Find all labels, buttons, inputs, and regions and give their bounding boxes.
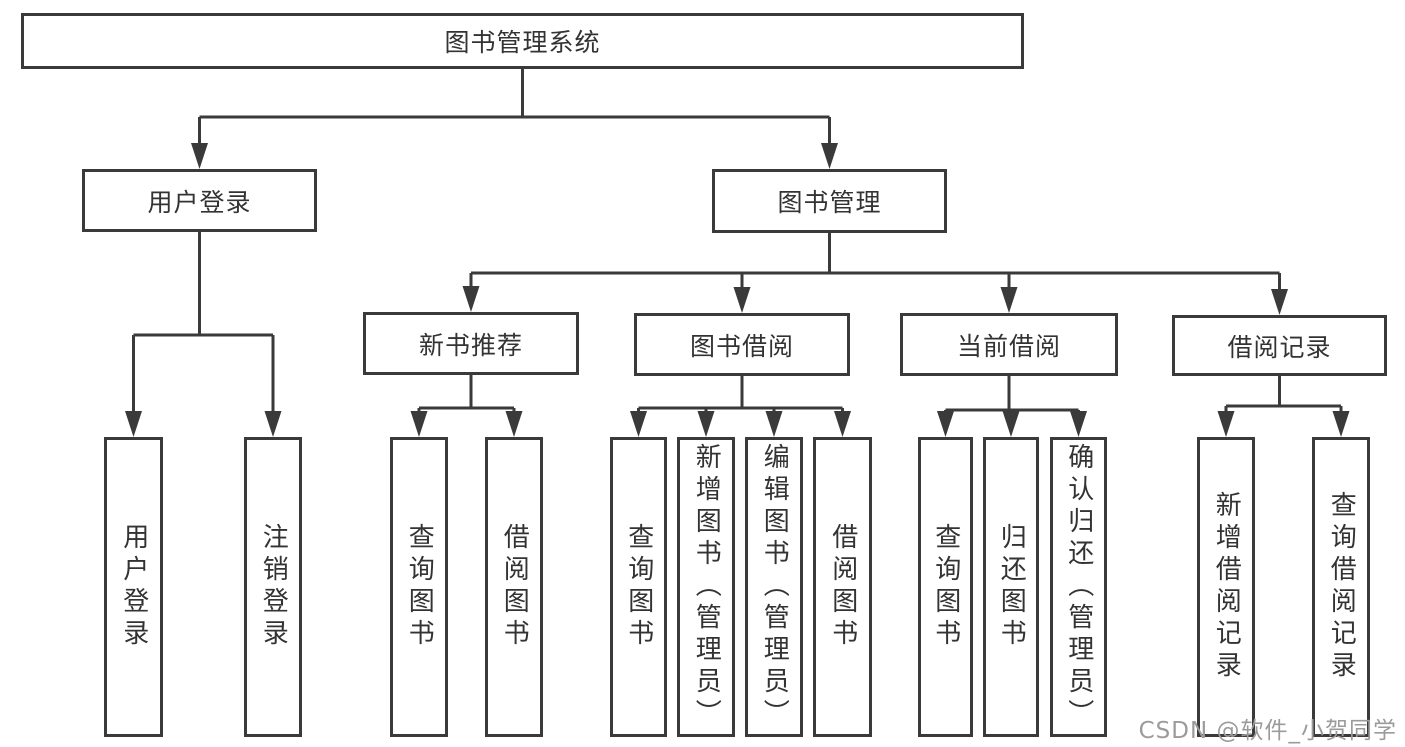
node-user-login: 用户登录 — [82, 169, 317, 232]
leaf-label: 编辑图书（管理员） — [759, 443, 790, 731]
node-library-management-system: 图书管理系统 — [21, 13, 1024, 69]
leaf-label: 确认归还（管理员） — [1063, 443, 1094, 731]
leaf-query-books-borrowing: 查询图书 — [610, 437, 667, 737]
leaf-query-books-recommend: 查询图书 — [390, 437, 448, 737]
leaf-label: 新增借阅记录 — [1211, 491, 1242, 683]
node-current-borrowing: 当前借阅 — [900, 313, 1118, 376]
node-label: 图书管理系统 — [444, 28, 601, 57]
leaf-label: 注销登录 — [258, 523, 289, 651]
leaf-logout: 注销登录 — [244, 437, 302, 737]
leaf-edit-books-admin: 编辑图书（管理员） — [745, 437, 803, 737]
node-book-borrowing: 图书借阅 — [634, 313, 850, 376]
leaf-confirm-return-admin: 确认归还（管理员） — [1050, 437, 1107, 737]
leaf-label: 查询图书 — [404, 523, 435, 651]
leaf-label: 新增图书（管理员） — [691, 443, 722, 731]
node-borrowing-records: 借阅记录 — [1172, 315, 1387, 376]
leaf-label: 借阅图书 — [499, 523, 530, 651]
leaf-label: 查询图书 — [623, 523, 654, 651]
node-book-management: 图书管理 — [712, 169, 947, 233]
leaf-user-login: 用户登录 — [104, 437, 163, 737]
node-label: 新书推荐 — [418, 330, 523, 360]
leaf-label: 借阅图书 — [827, 523, 858, 651]
leaf-query-borrowing-record: 查询借阅记录 — [1312, 437, 1370, 737]
leaf-label: 查询图书 — [930, 523, 961, 651]
leaf-query-books-current: 查询图书 — [918, 437, 973, 737]
leaf-return-books: 归还图书 — [983, 437, 1039, 737]
node-new-book-recommendation: 新书推荐 — [363, 312, 579, 375]
leaf-label: 用户登录 — [118, 523, 149, 651]
leaf-label: 归还图书 — [996, 523, 1027, 651]
leaf-borrow-books-borrowing: 借阅图书 — [813, 437, 872, 737]
watermark: CSDN @软件_小贺同学 — [1138, 718, 1397, 744]
node-label: 用户登录 — [147, 187, 252, 217]
node-label: 图书管理 — [777, 188, 882, 217]
leaf-borrow-books-recommend: 借阅图书 — [485, 437, 543, 737]
node-label: 图书借阅 — [689, 331, 794, 361]
node-label: 当前借阅 — [956, 331, 1061, 361]
leaf-add-borrowing-record: 新增借阅记录 — [1197, 437, 1255, 737]
leaf-add-books-admin: 新增图书（管理员） — [677, 437, 735, 737]
leaf-label: 查询借阅记录 — [1326, 491, 1357, 683]
node-label: 借阅记录 — [1227, 332, 1332, 362]
